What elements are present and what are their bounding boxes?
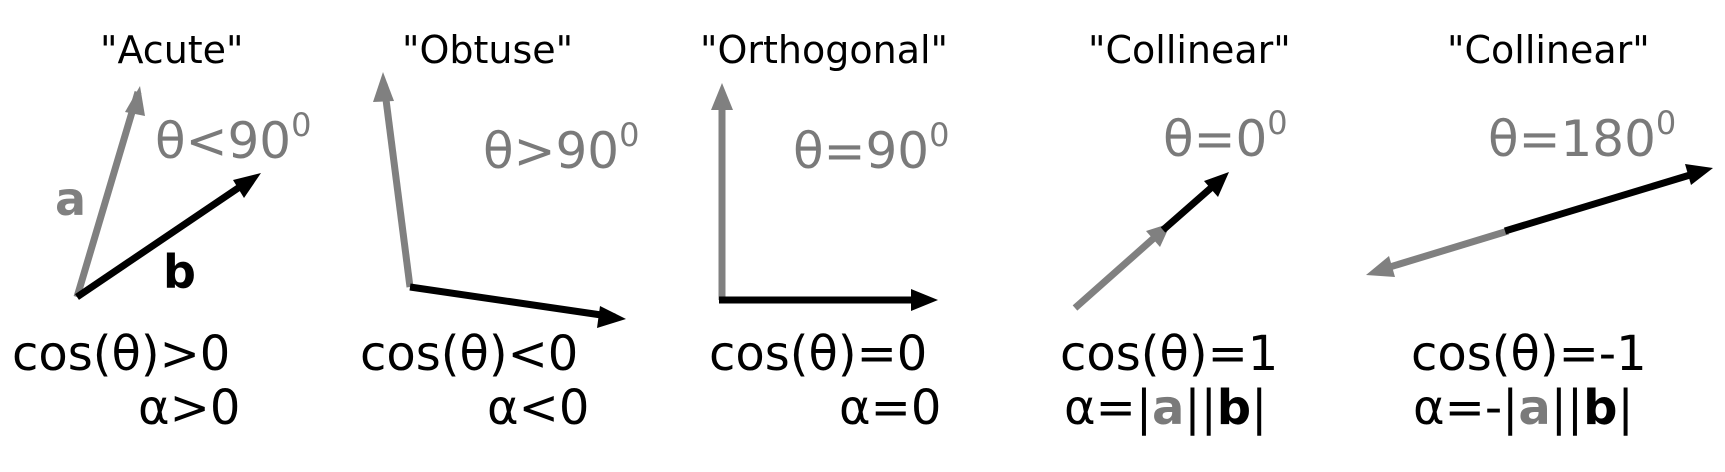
alpha-vector-a: a bbox=[1152, 380, 1185, 436]
cosine-condition-acute: cos(θ)>0 bbox=[12, 326, 231, 382]
cosine-condition-collinear-0: cos(θ)=1 bbox=[1060, 326, 1279, 382]
acute-vectors bbox=[73, 86, 261, 300]
panel-title-collinear-180: "Collinear" bbox=[1447, 28, 1650, 72]
vector-a-arrowhead bbox=[1366, 256, 1395, 277]
alpha-vector-a: a bbox=[1518, 380, 1551, 436]
vector-a-arrowhead bbox=[373, 72, 394, 102]
vector-b-arrowhead bbox=[911, 289, 938, 311]
alpha-condition-collinear-0: α=|a||b| bbox=[1064, 380, 1268, 436]
cosine-condition-obtuse: cos(θ)<0 bbox=[360, 326, 579, 382]
angle-condition-collinear-180: θ=1800 bbox=[1488, 104, 1677, 168]
vector-a-arrow bbox=[1072, 227, 1166, 311]
obtuse-vectors bbox=[373, 72, 626, 328]
vector-a-label: a bbox=[55, 172, 87, 226]
cosine-condition-collinear-180: cos(θ)=-1 bbox=[1411, 326, 1647, 382]
vector-a-arrowhead bbox=[711, 83, 733, 110]
panel-title-obtuse: "Obtuse" bbox=[402, 28, 574, 72]
collinear-0-vectors bbox=[1072, 172, 1229, 311]
angle-condition-acute: θ<900 bbox=[155, 106, 312, 170]
vector-a-arrow bbox=[380, 83, 414, 288]
alpha-vector-b: b bbox=[1216, 380, 1252, 436]
cosine-condition-orthogonal: cos(θ)=0 bbox=[709, 326, 928, 382]
collinear-180-vectors bbox=[1366, 164, 1713, 277]
alpha-condition-acute: α>0 bbox=[138, 380, 241, 436]
angle-condition-obtuse: θ>900 bbox=[483, 116, 640, 180]
vector-b-arrowhead bbox=[233, 173, 261, 198]
vector-b-arrow bbox=[1503, 168, 1702, 235]
vector-b-arrowhead bbox=[1204, 172, 1229, 197]
alpha-condition-obtuse: α<0 bbox=[487, 380, 590, 436]
alpha-condition-collinear-180: α=-|a||b| bbox=[1413, 380, 1634, 436]
alpha-vector-b: b bbox=[1583, 380, 1618, 436]
vector-a-arrowhead bbox=[125, 86, 145, 116]
orthogonal-vectors bbox=[711, 83, 938, 311]
panel-title-orthogonal: "Orthogonal" bbox=[700, 28, 949, 72]
angle-condition-collinear-0: θ=00 bbox=[1163, 104, 1288, 168]
vector-b-arrow bbox=[75, 177, 252, 300]
panel-title-collinear-0: "Collinear" bbox=[1088, 28, 1291, 72]
vector-b-arrowhead bbox=[1685, 164, 1713, 185]
vector-a-arrow bbox=[1378, 227, 1510, 274]
vector-b-arrowhead bbox=[597, 306, 626, 328]
vector-b-label: b bbox=[163, 245, 196, 299]
panel-title-acute: "Acute" bbox=[100, 28, 244, 72]
alpha-condition-orthogonal: α=0 bbox=[839, 380, 942, 436]
vector-a-arrow bbox=[73, 91, 142, 298]
vector-b-arrow bbox=[409, 283, 616, 321]
angle-condition-orthogonal: θ=900 bbox=[793, 116, 950, 180]
